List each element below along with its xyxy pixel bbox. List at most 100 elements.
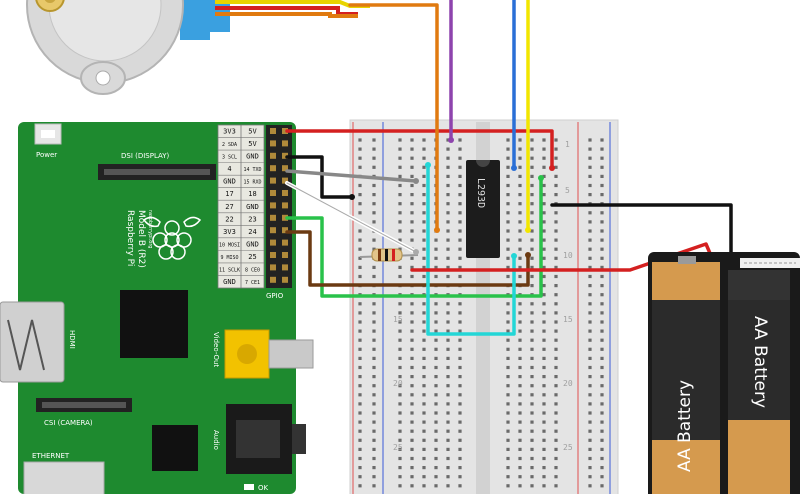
gpio-pin (270, 276, 276, 283)
gpio-pins (270, 128, 288, 283)
gpio-pin-label: 5V (248, 140, 257, 148)
row-number-15: 15 (563, 315, 573, 324)
gpio-pin-label: 25 (248, 253, 256, 261)
gpio-pin-label: 15 RXD (243, 180, 261, 186)
stepper-motor (26, 0, 230, 95)
battery-back-label: AA Battery (750, 316, 770, 408)
gpio-pin (282, 190, 288, 196)
battery-pack: AA Battery AA Battery (648, 252, 800, 494)
gpio-pin-label: 11 SCLK (219, 267, 240, 273)
gpio-pin (282, 227, 288, 234)
raspberry-logo-icon (142, 216, 202, 260)
wire-brown (285, 230, 530, 287)
gpio-pin-label: 18 (248, 190, 256, 198)
usb-lan-chip (152, 425, 198, 471)
gpio-pin-label: 22 (225, 215, 233, 223)
gpio-pin-label: GND (246, 153, 259, 161)
row-number-20: 20 (563, 379, 573, 388)
gpio-pin-label: GND (246, 203, 259, 211)
gpio-pin (282, 214, 288, 221)
gpio-pin (270, 165, 276, 172)
gpio-pin (282, 252, 288, 258)
l293d-chip: L293D (466, 160, 500, 258)
gpio-pin (282, 165, 288, 172)
gpio-label-table: 3V3 5V 2 SDA 5V 3 SCL GND 4 14 TXD GND 15 RXD 17 18… (217, 124, 265, 289)
gpio-pin (270, 252, 276, 258)
ethernet-port (23, 461, 105, 494)
model-name: Raspberry Pi (125, 210, 135, 266)
gpio-pin (282, 152, 288, 159)
wire-red-5v (285, 129, 554, 170)
gpio-pin (270, 239, 276, 246)
ok-label: OK (258, 484, 269, 492)
row-number-25-left: 25 (393, 443, 403, 452)
gpio-pin (270, 128, 276, 134)
gpio-pin-label: 9 MISO (220, 255, 238, 261)
gpio-pin (270, 214, 276, 221)
row-number-10: 10 (563, 251, 573, 260)
gpio-pin-label: GND (223, 278, 236, 286)
gpio-pin (282, 140, 288, 147)
row-number-20-left: 20 (393, 379, 403, 388)
wire-black-battery (550, 203, 733, 262)
resistor (359, 248, 419, 262)
gpio-pin-label: 17 (225, 190, 233, 198)
gpio-pin-label: 3V3 (223, 228, 236, 236)
battery-back: AA Battery (728, 270, 790, 494)
gpio-pin-label: 14 TXD (243, 167, 261, 173)
gpio-pin (270, 227, 276, 234)
audio-label: Audio (212, 430, 220, 450)
battery-front-label: AA Battery (675, 380, 695, 472)
gpio-pin-label: 5V (248, 128, 257, 136)
gpio-pin-label: 3V3 (223, 128, 236, 136)
gpio-pin-label: 7 CE1 (245, 280, 260, 286)
gpio-label: GPIO (266, 292, 284, 300)
row-number-5: 5 (565, 186, 570, 195)
gpio-pin (270, 140, 276, 147)
gpio-pin-label: 8 CE0 (245, 267, 260, 273)
gpio-pin-label: 3 SCL (222, 155, 237, 161)
gpio-pin (270, 202, 276, 209)
hdmi-port (0, 301, 65, 383)
wire-black-gnd (285, 155, 354, 199)
ok-led (244, 484, 254, 490)
ethernet-label: ETHERNET (32, 452, 70, 460)
gpio-pin (282, 264, 288, 271)
breadboard: 1 5 10 15 20 25 15 20 25 (349, 119, 619, 494)
gpio-pin-label: 27 (225, 203, 233, 211)
battery-front: AA Battery (652, 256, 720, 494)
gpio-pin-label: GND (246, 240, 259, 248)
model-revision: Model B (R2) (136, 210, 146, 268)
wire-gray (285, 169, 418, 183)
chip-label: L293D (475, 178, 486, 208)
gpio-pin-label: 23 (248, 215, 256, 223)
gpio-pin-label: 2 SDA (222, 142, 237, 148)
row-number-15-left: 15 (393, 315, 403, 324)
wire-cyan (426, 163, 516, 336)
gpio-header (266, 125, 292, 288)
raspberry-pi-board: Power DSI (DISPLAY) Raspberry Pi Model B… (0, 122, 314, 494)
wire-green (285, 176, 543, 298)
gpio-pin (282, 202, 288, 209)
gpio-pin (270, 152, 276, 159)
gpio-pin-label: 4 (227, 165, 231, 173)
gpio-pin (282, 239, 288, 246)
gpio-pin (282, 177, 288, 184)
row-number-1: 1 (565, 140, 570, 149)
cpu-chip (120, 290, 188, 358)
motor-wires (215, 0, 370, 18)
row-number-25: 25 (563, 443, 573, 452)
power-label: Power (36, 151, 57, 159)
gpio-pin-label: GND (223, 178, 236, 186)
gpio-pin (270, 177, 276, 184)
gpio-pin (282, 276, 288, 283)
gpio-pin-label: 24 (248, 228, 256, 236)
gpio-pin (270, 190, 276, 196)
gpio-pin-label: 10 MOSI (219, 242, 240, 248)
wire-orange (348, 3, 439, 232)
fine-print: raspberrypi.org (147, 210, 153, 248)
gpio-pin (282, 128, 288, 134)
wire-ends (349, 137, 555, 259)
